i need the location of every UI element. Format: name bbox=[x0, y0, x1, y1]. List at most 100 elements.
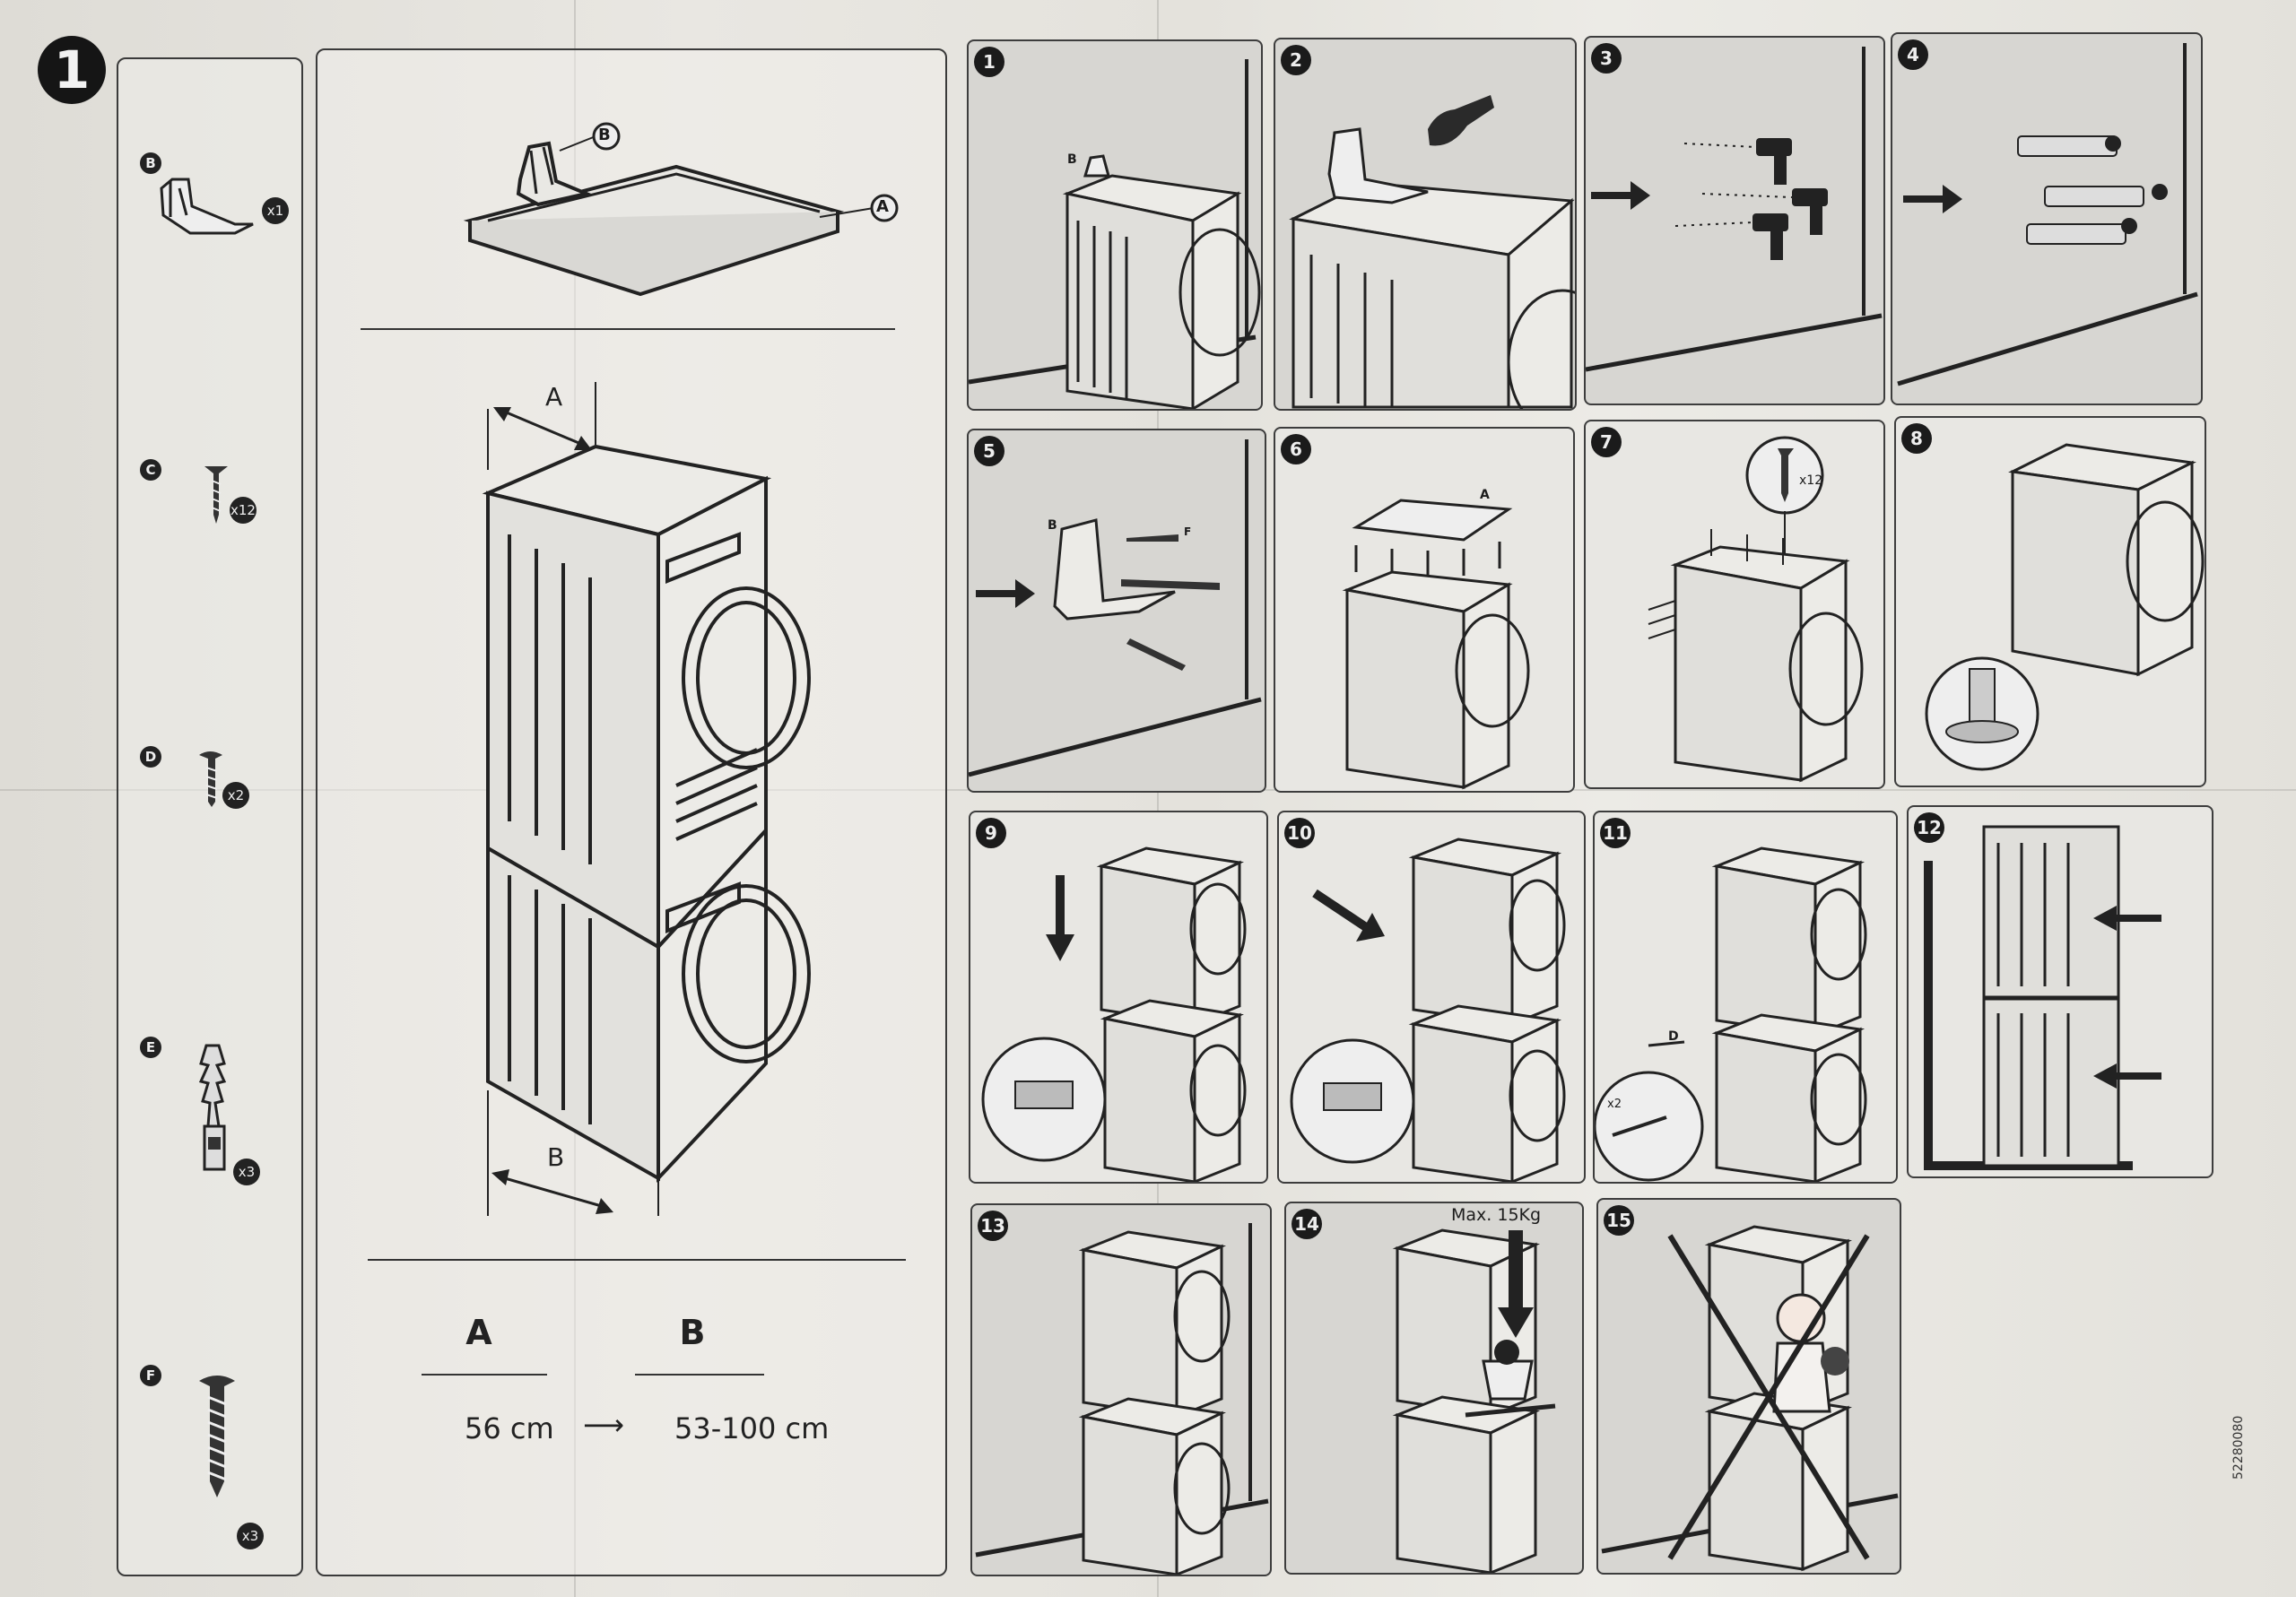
max-load-illustration bbox=[1392, 1228, 1556, 1573]
finished-stack-illustration bbox=[975, 1223, 1269, 1575]
part-f: F x3 bbox=[118, 1365, 301, 1553]
step-number: 15 bbox=[1604, 1205, 1634, 1236]
part-letter: C bbox=[140, 459, 161, 481]
document-code: 52280080 bbox=[2231, 1415, 2246, 1480]
part-qty: x2 bbox=[222, 782, 249, 809]
table-rule bbox=[635, 1374, 764, 1376]
screw-icon bbox=[199, 1376, 235, 1497]
side-screw-illustration bbox=[1595, 846, 1867, 1182]
table-header-a: A bbox=[465, 1313, 492, 1352]
bracket-icon bbox=[160, 178, 254, 235]
divider bbox=[368, 1259, 906, 1261]
table-header-b: B bbox=[679, 1313, 706, 1352]
dimension-label-a: A bbox=[545, 382, 563, 412]
step-panel-6: 6 A bbox=[1274, 427, 1575, 793]
part-qty: x3 bbox=[237, 1523, 264, 1549]
bracket-screwing-illustration bbox=[969, 439, 1262, 777]
step-number: 6 bbox=[1281, 434, 1311, 464]
part-qty: x3 bbox=[233, 1159, 260, 1185]
step-number: 10 bbox=[1284, 818, 1315, 848]
tray-screwing-illustration bbox=[1648, 436, 1864, 783]
parts-list: B x1 C x12 D x2 E x3 F bbox=[117, 57, 303, 1576]
step-panel-5: 5 B F bbox=[967, 429, 1266, 793]
arrow-icon bbox=[2093, 906, 2161, 931]
arrow-icon bbox=[1498, 1307, 1534, 1338]
step-number: 2 bbox=[1281, 45, 1311, 75]
warning-illustration bbox=[1601, 1225, 1899, 1572]
step-panel-15: 15 bbox=[1596, 1198, 1901, 1575]
step-panel-1: 1 B bbox=[967, 39, 1263, 411]
dimension-label-b: B bbox=[547, 1142, 565, 1172]
arrow-icon bbox=[2093, 1063, 2161, 1089]
step-panel-10: 10 bbox=[1277, 811, 1586, 1184]
step-number: 8 bbox=[1901, 423, 1932, 454]
screw-icon bbox=[199, 751, 222, 807]
step-number: 4 bbox=[1898, 39, 1928, 70]
qty-label: x2 bbox=[1607, 1098, 1622, 1111]
part-b: B x1 bbox=[118, 152, 301, 260]
washer-illustration bbox=[969, 59, 1261, 409]
callout: B bbox=[1048, 518, 1057, 533]
callout: B bbox=[1067, 152, 1077, 167]
step-panel-3: 3 bbox=[1584, 36, 1885, 405]
drill-icon bbox=[1752, 138, 1828, 260]
screw-label: F bbox=[1184, 525, 1192, 538]
table-rule bbox=[422, 1374, 547, 1376]
hand-icon bbox=[1428, 95, 1494, 146]
bracket-placement-illustration bbox=[1289, 95, 1575, 409]
step-panel-7: 7 x12 bbox=[1584, 420, 1885, 789]
stacking-illustration bbox=[1290, 838, 1566, 1182]
drilling-illustration bbox=[1586, 47, 1883, 372]
part-qty: x12 bbox=[230, 497, 257, 524]
kit-and-stack-illustration bbox=[463, 122, 899, 1216]
divider bbox=[361, 328, 895, 330]
overview-panel: B A A B A B 56 cm ⟶ 53-100 cm bbox=[316, 48, 947, 1576]
callout: A bbox=[1480, 488, 1490, 502]
screw-icon bbox=[204, 466, 228, 524]
part-e: E x3 bbox=[118, 1037, 301, 1216]
table-value-b: 53-100 cm bbox=[674, 1411, 830, 1445]
step-number: 9 bbox=[976, 818, 1006, 848]
step-number: 5 bbox=[974, 436, 1004, 466]
qty-label: x12 bbox=[1799, 473, 1823, 488]
step-panel-14: 14 Max. 15Kg bbox=[1284, 1202, 1584, 1575]
arrow-icon bbox=[976, 579, 1035, 608]
step-panel-9: 9 bbox=[969, 811, 1268, 1184]
part-d: D x2 bbox=[118, 746, 301, 854]
stacking-illustration bbox=[981, 846, 1247, 1182]
step-number-badge: 1 bbox=[38, 36, 106, 104]
fold-line bbox=[1157, 0, 1159, 1597]
arrow-icon bbox=[1046, 934, 1074, 961]
step-panel-2: 2 bbox=[1274, 38, 1577, 411]
arrow-icon bbox=[1903, 185, 1962, 213]
part-c: C x12 bbox=[118, 459, 301, 567]
basket-icon bbox=[1482, 1359, 1534, 1401]
table-value-a: 56 cm bbox=[465, 1411, 554, 1445]
arrow-icon bbox=[1591, 181, 1650, 210]
part-letter: B bbox=[140, 152, 161, 174]
wall-plug-icon bbox=[198, 1044, 227, 1171]
tray-placement-illustration bbox=[1342, 499, 1530, 790]
step-number: 7 bbox=[1591, 427, 1622, 457]
arrow-icon bbox=[1356, 913, 1385, 942]
step-panel-4: 4 bbox=[1891, 32, 2203, 405]
step-number: 14 bbox=[1292, 1209, 1322, 1239]
callout-bracket: B bbox=[598, 126, 611, 144]
wall-fix-illustration bbox=[1924, 825, 2161, 1170]
step-number: 1 bbox=[974, 47, 1004, 77]
max-load-label: Max. 15Kg bbox=[1451, 1205, 1542, 1225]
step-number: 13 bbox=[978, 1211, 1008, 1241]
callout: D bbox=[1668, 1029, 1679, 1044]
table-arrow: ⟶ bbox=[583, 1408, 624, 1442]
step-panel-8: 8 bbox=[1894, 416, 2206, 787]
step-panel-11: 11 D x2 bbox=[1593, 811, 1898, 1184]
step-number: 12 bbox=[1914, 812, 1944, 843]
foot-adjust-illustration bbox=[1925, 443, 2205, 771]
step-panel-13: 13 bbox=[970, 1203, 1272, 1576]
part-letter: F bbox=[140, 1365, 161, 1386]
wall-plug-illustration bbox=[1897, 43, 2198, 386]
part-letter: E bbox=[140, 1037, 161, 1058]
callout-tray: A bbox=[876, 197, 889, 216]
part-letter: D bbox=[140, 746, 161, 768]
step-panel-12: 12 bbox=[1907, 805, 2213, 1178]
